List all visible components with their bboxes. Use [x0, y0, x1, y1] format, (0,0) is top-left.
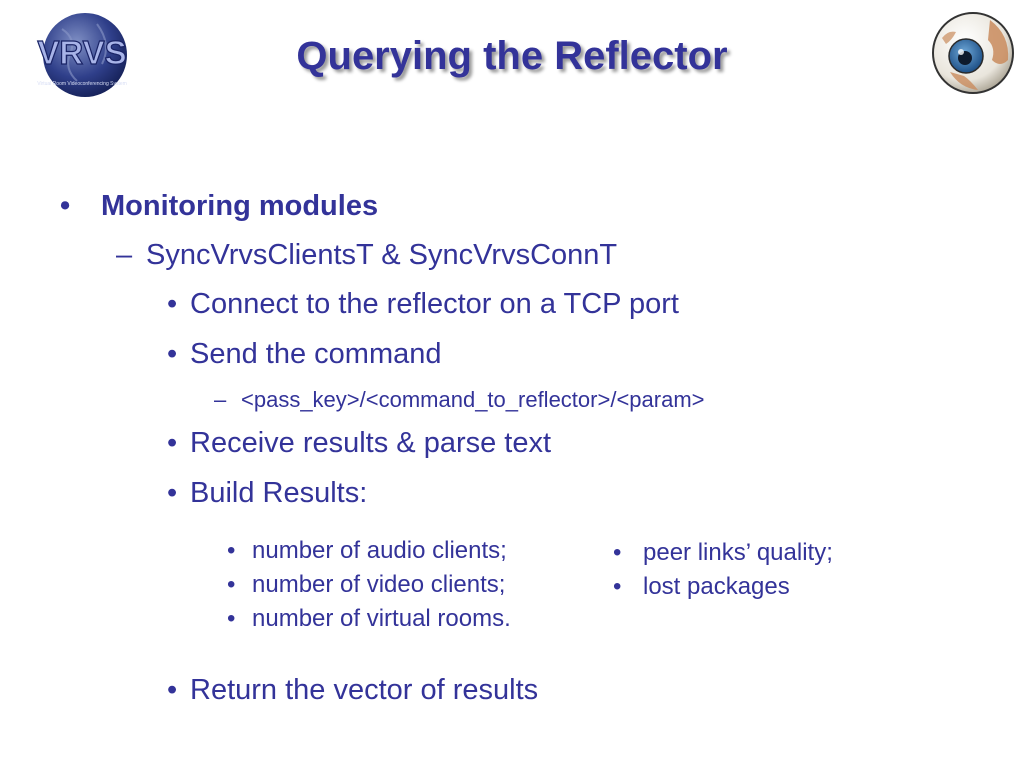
vrvs-logo-text: VRVS [37, 34, 126, 71]
bullet-marker: • [60, 190, 71, 222]
bullet-marker: • [227, 605, 236, 632]
slide-title: Querying the Reflector [296, 34, 728, 78]
bullet-marker: • [613, 539, 622, 566]
list-item-send-command: Send the command [190, 338, 442, 370]
list-item-build-results: Build Results: [190, 477, 368, 509]
dash-marker: – [116, 239, 133, 271]
result-item-peer-links: peer links’ quality; [643, 539, 833, 566]
command-syntax: <pass_key>/<command_to_reflector>/<param… [241, 387, 705, 412]
bullet-marker: • [167, 288, 178, 320]
bullet-marker: • [613, 573, 622, 600]
bullet-marker: • [227, 537, 236, 564]
vrvs-logo-subtext: Virtual Room Videoconferencing System [37, 81, 127, 87]
list-item-return-vector: Return the vector of results [190, 674, 539, 706]
list-item-receive-results: Receive results & parse text [190, 427, 552, 459]
outline-heading-monitoring-modules: Monitoring modules [101, 190, 379, 222]
vrvs-logo-icon: VRVS Virtual Room Videoconferencing Syst… [22, 9, 142, 104]
result-item-lost-packages: lost packages [643, 573, 790, 600]
result-item-audio-clients: number of audio clients; [252, 537, 507, 564]
result-item-video-clients: number of video clients; [252, 571, 506, 598]
bullet-marker: • [167, 427, 178, 459]
outline-subheading-sync-modules: SyncVrvsClientsT & SyncVrvsConnT [146, 239, 618, 271]
list-item-connect: Connect to the reflector on a TCP port [190, 288, 679, 320]
bullet-marker: • [167, 477, 178, 509]
bullet-marker: • [167, 338, 178, 370]
eyeball-globe-icon [930, 10, 1018, 103]
result-item-virtual-rooms: number of virtual rooms. [252, 605, 511, 632]
dash-marker: – [214, 387, 227, 412]
bullet-marker: • [167, 674, 178, 706]
bullet-marker: • [227, 571, 236, 598]
